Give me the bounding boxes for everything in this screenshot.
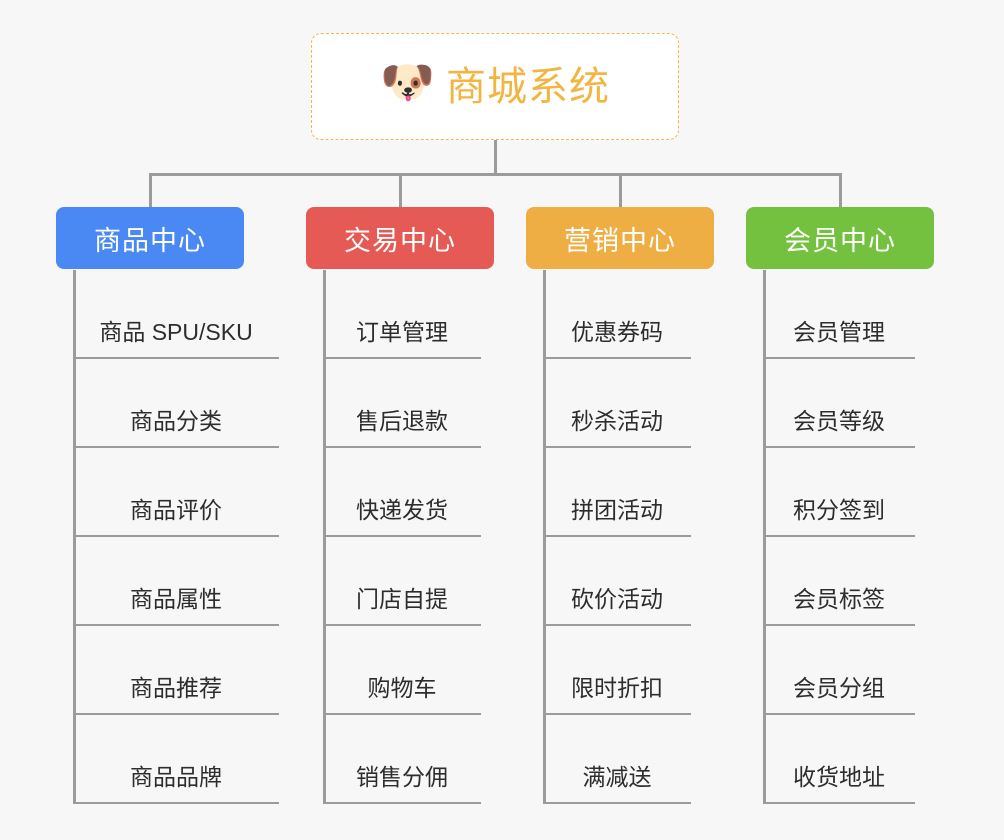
leaf-item[interactable]: 商品评价 [73, 448, 279, 537]
leaf-label: 购物车 [367, 675, 437, 702]
leaf-label: 砍价活动 [571, 586, 663, 613]
leaf-label: 商品属性 [130, 586, 222, 613]
category-label: 商品中心 [94, 225, 206, 256]
leaf-label: 商品评价 [130, 497, 222, 524]
leaf-label: 优惠券码 [571, 319, 663, 346]
leaf-item[interactable]: 商品推荐 [73, 626, 279, 715]
leaf-item[interactable]: 砍价活动 [543, 537, 691, 626]
leaf-item[interactable]: 销售分佣 [323, 715, 481, 804]
column-rail [323, 270, 326, 804]
leaf-item[interactable]: 售后退款 [323, 359, 481, 448]
leaf-label: 限时折扣 [571, 675, 663, 702]
leaf-item[interactable]: 会员标签 [763, 537, 915, 626]
branch-drop-connector [619, 173, 622, 207]
leaf-item[interactable]: 商品 SPU/SKU [73, 270, 279, 359]
dog-face-icon: 🐶 [380, 57, 435, 107]
leaf-item[interactable]: 拼团活动 [543, 448, 691, 537]
category-box-3[interactable]: 营销中心 [526, 207, 714, 269]
leaf-item[interactable]: 订单管理 [323, 270, 481, 359]
column-rail [543, 270, 546, 804]
leaf-label: 收货地址 [793, 764, 885, 791]
leaf-item[interactable]: 商品品牌 [73, 715, 279, 804]
leaf-item[interactable]: 快递发货 [323, 448, 481, 537]
column-rail [73, 270, 76, 804]
leaf-item[interactable]: 会员分组 [763, 626, 915, 715]
leaf-item[interactable]: 门店自提 [323, 537, 481, 626]
branch-drop-connector [149, 173, 152, 207]
leaf-label: 商品分类 [130, 408, 222, 435]
leaf-item[interactable]: 积分签到 [763, 448, 915, 537]
leaf-label: 会员等级 [793, 408, 885, 435]
leaf-label: 秒杀活动 [571, 408, 663, 435]
leaf-label: 门店自提 [356, 586, 448, 613]
leaf-item[interactable]: 优惠券码 [543, 270, 691, 359]
leaf-item[interactable]: 购物车 [323, 626, 481, 715]
leaf-label: 商品 SPU/SKU [99, 319, 253, 346]
leaf-item[interactable]: 商品分类 [73, 359, 279, 448]
leaf-item[interactable]: 满减送 [543, 715, 691, 804]
column-rail [763, 270, 766, 804]
category-label: 营销中心 [564, 225, 676, 256]
category-box-1[interactable]: 商品中心 [56, 207, 244, 269]
leaf-label: 会员标签 [793, 586, 885, 613]
category-label: 会员中心 [784, 225, 896, 256]
leaf-item[interactable]: 秒杀活动 [543, 359, 691, 448]
leaf-item[interactable]: 会员管理 [763, 270, 915, 359]
leaf-label: 会员分组 [793, 675, 885, 702]
leaf-item[interactable]: 会员等级 [763, 359, 915, 448]
leaf-label: 销售分佣 [356, 764, 448, 791]
leaf-label: 售后退款 [356, 408, 448, 435]
root-title: 商城系统 [446, 64, 610, 109]
leaf-label: 积分签到 [793, 497, 885, 524]
leaf-item[interactable]: 收货地址 [763, 715, 915, 804]
root-node[interactable]: 🐶 商城系统 [311, 33, 679, 140]
category-label: 交易中心 [344, 225, 456, 256]
leaf-label: 订单管理 [356, 319, 448, 346]
bus-connector [150, 173, 840, 176]
branch-drop-connector [399, 173, 402, 207]
branch-drop-connector [839, 173, 842, 207]
leaf-item[interactable]: 商品属性 [73, 537, 279, 626]
leaf-label: 商品品牌 [130, 764, 222, 791]
leaf-label: 满减送 [582, 764, 652, 791]
root-stem-connector [494, 140, 497, 173]
leaf-label: 快递发货 [356, 497, 448, 524]
leaf-label: 会员管理 [793, 319, 885, 346]
category-box-4[interactable]: 会员中心 [746, 207, 934, 269]
leaf-item[interactable]: 限时折扣 [543, 626, 691, 715]
leaf-label: 商品推荐 [130, 675, 222, 702]
leaf-label: 拼团活动 [571, 497, 663, 524]
category-box-2[interactable]: 交易中心 [306, 207, 494, 269]
